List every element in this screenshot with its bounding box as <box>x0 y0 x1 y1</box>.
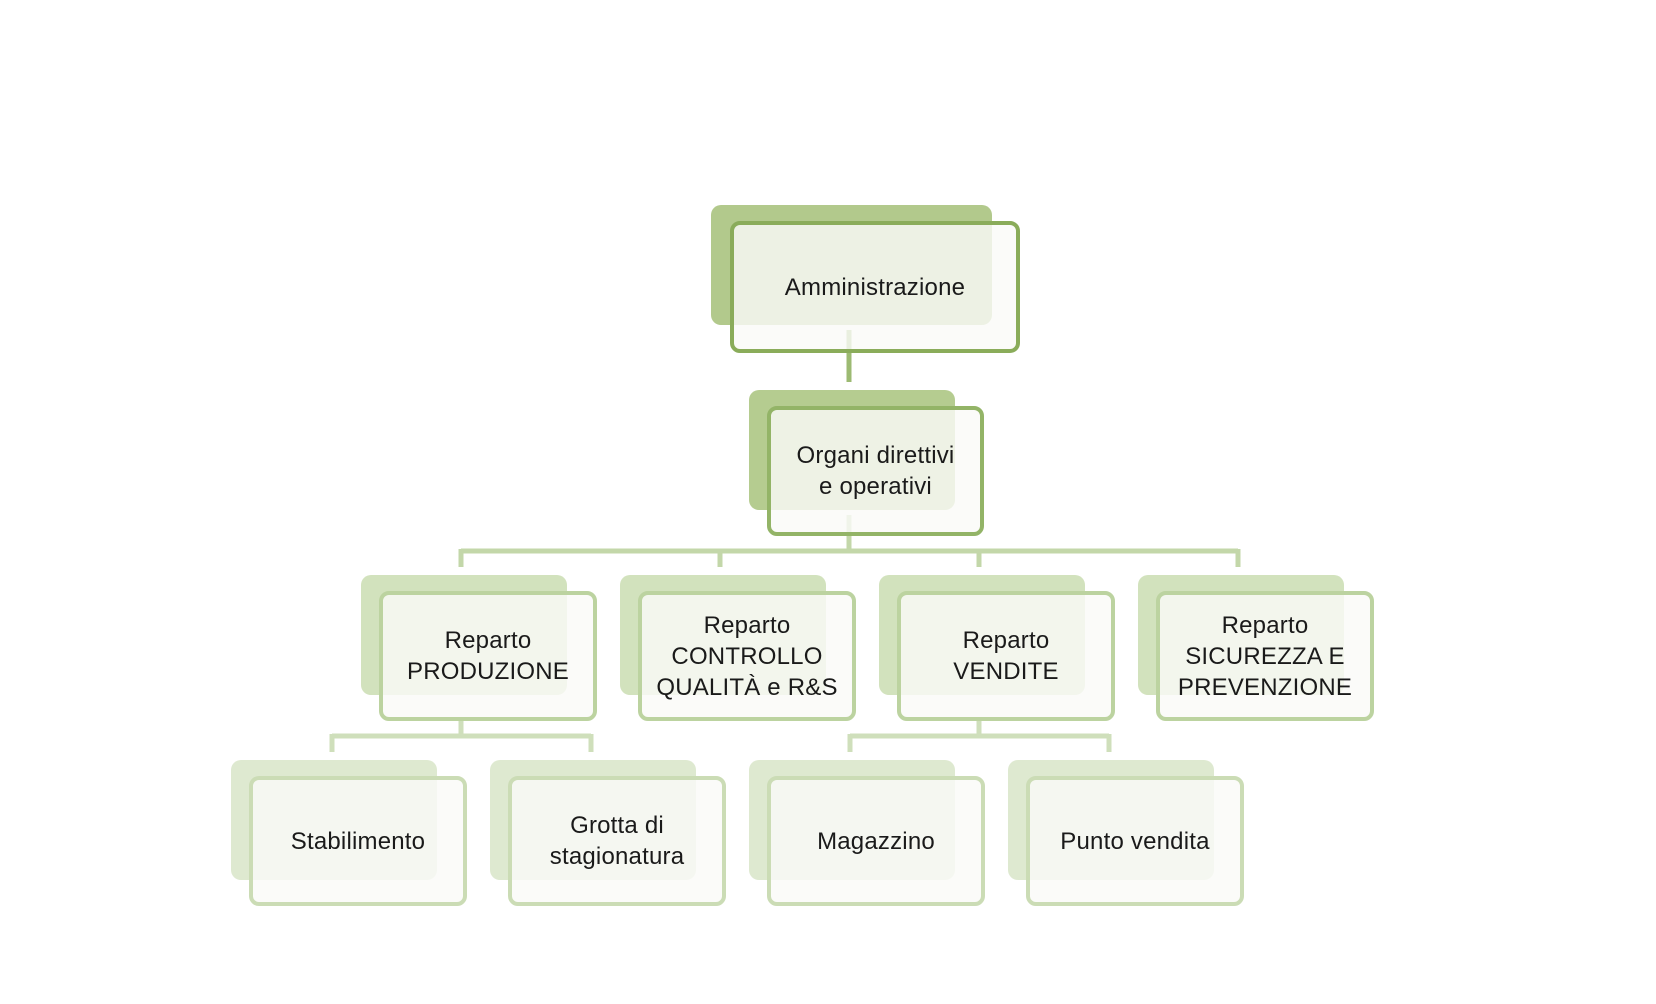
node-label-organi: Organi direttivi e operativi <box>796 442 955 500</box>
node-label-amministrazione: Amministrazione <box>784 273 966 301</box>
node-box: Reparto SICUREZZA E PREVENZIONE <box>1156 591 1374 721</box>
node-label-grotta: Grotta di stagionatura <box>549 812 685 870</box>
node-label-sicurezza: Reparto SICUREZZA E PREVENZIONE <box>1177 611 1353 701</box>
node-box: Magazzino <box>767 776 985 906</box>
node-box: Stabilimento <box>249 776 467 906</box>
node-box: Reparto VENDITE <box>897 591 1115 721</box>
node-label-punto-vendita: Punto vendita <box>1060 827 1210 855</box>
node-label-magazzino: Magazzino <box>817 827 935 855</box>
node-box: Grotta di stagionatura <box>508 776 726 906</box>
node-box: Reparto PRODUZIONE <box>379 591 597 721</box>
node-box: Amministrazione <box>730 221 1020 353</box>
node-box: Organi direttivi e operativi <box>767 406 984 536</box>
node-box: Punto vendita <box>1026 776 1244 906</box>
node-label-controllo: Reparto CONTROLLO QUALITÀ e R&S <box>656 611 838 701</box>
node-box: Reparto CONTROLLO QUALITÀ e R&S <box>638 591 856 721</box>
node-label-vendite: Reparto VENDITE <box>953 627 1059 685</box>
node-label-stabilimento: Stabilimento <box>290 827 426 855</box>
node-label-produzione: Reparto PRODUZIONE <box>406 627 569 685</box>
